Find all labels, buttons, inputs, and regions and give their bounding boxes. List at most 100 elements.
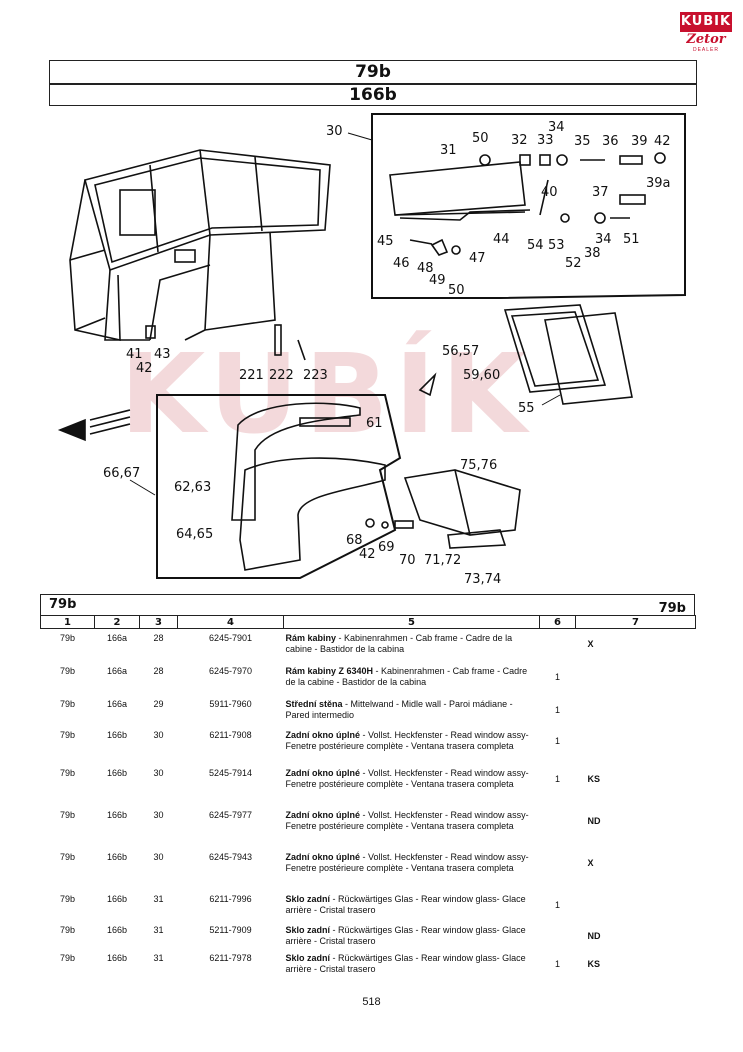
callout-69: 69 xyxy=(378,540,395,555)
cell-part-number: 6211-7978 xyxy=(209,952,252,963)
cell-description: Sklo zadní - Rückwärtiges Glas - Rear wi… xyxy=(284,890,540,921)
direction-arrow xyxy=(57,418,86,442)
cell-description: Zadní okno úplné - Vollst. Heckfenster -… xyxy=(284,764,540,806)
table-title-right: 79b xyxy=(658,601,686,616)
callout-39: 39 xyxy=(631,134,648,149)
part-translations: - Rückwärtiges Glas - Rear window glass-… xyxy=(285,893,526,915)
part-name: Rám kabiny xyxy=(285,633,337,643)
col-header: 2 xyxy=(94,615,140,629)
callout-46: 46 xyxy=(393,256,410,271)
col-header: 1 xyxy=(40,615,95,629)
callout-75-76: 75,76 xyxy=(460,458,498,473)
exploded-parts-diagram xyxy=(57,113,686,579)
callout-48: 48 xyxy=(417,261,434,276)
glass-pane-back xyxy=(544,312,633,405)
callout-35: 35 xyxy=(574,134,591,149)
cell-quantity: 1 xyxy=(554,671,560,682)
callout-31: 31 xyxy=(440,143,457,158)
part-name: Rám kabiny Z 6340H xyxy=(285,665,374,676)
part-translations: - Rückwärtiges Glas - Rear window glass-… xyxy=(285,952,526,974)
cell-part-number: 6211-7908 xyxy=(209,729,252,740)
cell-description: Rám kabiny - Kabinenrahmen - Cab frame -… xyxy=(284,629,540,662)
callout-45: 45 xyxy=(377,234,394,249)
cell-subgroup: 166b xyxy=(106,767,128,778)
table-title-left: 79b xyxy=(49,597,77,612)
callout-66-67: 66,67 xyxy=(103,466,141,481)
callout-56-57: 56,57 xyxy=(442,344,480,359)
part-name: Zadní okno úplné xyxy=(285,851,361,862)
cell-part-number: 6245-7943 xyxy=(208,851,253,862)
brand-tag: DEALER xyxy=(692,47,719,53)
cell-quantity xyxy=(540,629,576,662)
part-name: Zadní okno úplné xyxy=(285,767,361,778)
callout-55: 55 xyxy=(518,401,535,416)
cell-position: 28 xyxy=(153,633,164,643)
callout-50: 50 xyxy=(472,131,489,146)
cell-subgroup: 166a xyxy=(106,633,128,643)
table-header-row: 1 2 3 4 5 6 7 xyxy=(40,615,696,629)
callout-71-72: 71,72 xyxy=(424,553,462,568)
cell-position: 31 xyxy=(153,924,164,935)
cell-description: Sklo zadní - Rückwärtiges Glas - Rear wi… xyxy=(284,921,540,949)
cell-part-number: 6211-7996 xyxy=(209,893,252,904)
part-translations: - Mittelwand - Midle wall - Paroi mádian… xyxy=(285,698,513,720)
brand-name: KUBIK xyxy=(680,12,732,32)
part-name: Zadní okno úplné xyxy=(285,729,361,740)
cell-note: X xyxy=(587,857,594,868)
cell-subgroup: 166a xyxy=(106,698,128,709)
callout-73-74: 73,74 xyxy=(464,572,502,587)
cell-description: Střední stěna - Mittelwand - Midle wall … xyxy=(284,695,540,726)
subgroup-header: 166b xyxy=(49,84,697,106)
cell-note: ND xyxy=(587,815,601,826)
cell-subgroup: 166b xyxy=(106,729,128,740)
callout-52: 52 xyxy=(565,256,582,271)
parts-table: 79b 79b 1 2 3 4 5 6 7 79b 166a 28 6245-7901… xyxy=(40,594,696,977)
cell-quantity xyxy=(540,921,576,949)
cell-subgroup: 166b xyxy=(106,809,128,820)
cell-group: 79b xyxy=(59,633,76,643)
cell-subgroup: 166a xyxy=(106,665,128,676)
col-header: 5 xyxy=(283,615,540,629)
cell-group: 79b xyxy=(59,893,76,904)
cell-part-number: 6245-7901 xyxy=(208,633,253,643)
callout-54: 54 xyxy=(527,238,544,253)
callout-53: 53 xyxy=(548,238,565,253)
cell-subgroup: 166b xyxy=(106,924,128,935)
part-name: Zadní okno úplné xyxy=(285,809,361,820)
col-header: 4 xyxy=(177,615,284,629)
cell-description: Zadní okno úplné - Vollst. Heckfenster -… xyxy=(284,726,540,764)
cell-part-number: 6245-7977 xyxy=(208,809,253,820)
cell-description: Rám kabiny Z 6340H - Kabinenrahmen - Cab… xyxy=(284,662,540,695)
cell-subgroup: 166b xyxy=(106,851,128,862)
cell-group: 79b xyxy=(59,767,76,778)
cell-description: Zadní okno úplné - Vollst. Heckfenster -… xyxy=(284,806,540,848)
col-header: 6 xyxy=(539,615,576,629)
callout-61: 61 xyxy=(366,416,383,431)
cell-note: ND xyxy=(587,930,601,941)
part-name: Sklo zadní xyxy=(285,952,331,963)
callout-34b: 34 xyxy=(595,232,612,247)
brand-logo: KUBIK Zetor DEALER xyxy=(680,12,732,58)
callout-223: 223 xyxy=(303,368,328,383)
part-translations: - Vollst. Heckfenster - Read window assy… xyxy=(285,809,529,831)
callout-34: 34 xyxy=(548,120,565,135)
cell-note: KS xyxy=(587,958,601,969)
cell-description: Zadní okno úplné - Vollst. Heckfenster -… xyxy=(284,848,540,890)
cell-quantity xyxy=(540,848,576,890)
callout-42: 42 xyxy=(654,134,671,149)
cell-group: 79b xyxy=(59,729,76,740)
cell-quantity: 1 xyxy=(554,735,560,746)
cell-quantity: 1 xyxy=(554,958,560,969)
callout-38: 38 xyxy=(584,246,601,261)
cell-note xyxy=(576,662,696,695)
callout-33: 33 xyxy=(537,133,554,148)
cell-position: 31 xyxy=(153,893,164,904)
callout-30: 30 xyxy=(326,124,343,139)
cell-note: X xyxy=(587,639,594,649)
part-name: Střední stěna xyxy=(285,698,343,709)
part-translations: - Kabinenrahmen - Cab frame - Cadre de l… xyxy=(285,633,513,654)
callout-62-63: 62,63 xyxy=(174,480,212,495)
group-header: 79b xyxy=(49,60,697,84)
